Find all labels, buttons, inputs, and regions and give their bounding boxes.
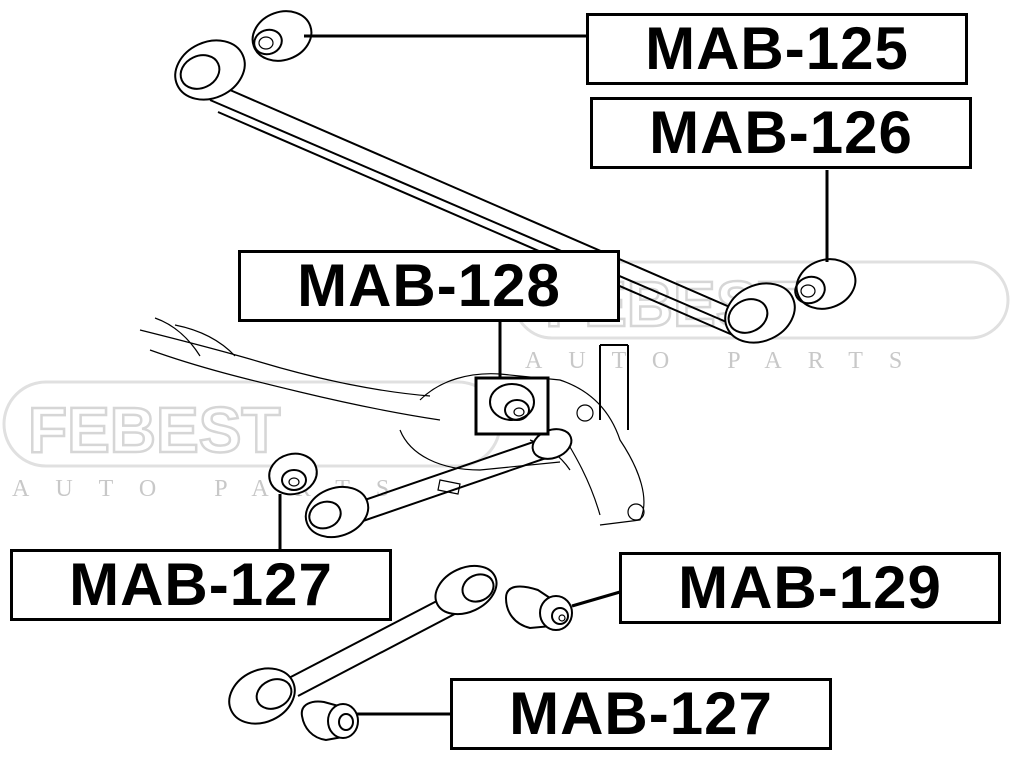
part-label-mab127-upper[interactable]: MAB-127 [10,549,392,621]
watermark-tagline-right: AUTO PARTS [525,348,928,374]
leader-lines [278,34,829,716]
bushing-mab127-lower [300,700,359,742]
lateral-arm-upper [304,428,573,539]
part-label-mab127-lower[interactable]: MAB-127 [450,678,832,750]
part-label-mab126[interactable]: MAB-126 [590,97,972,169]
part-label-mab128[interactable]: MAB-128 [238,250,620,322]
bushing-mab129 [504,585,573,631]
part-label-mab125[interactable]: MAB-125 [586,13,968,85]
bushing-mab125 [251,10,313,62]
watermark-brand-left: FEBEST [28,394,280,466]
part-label-mab129[interactable]: MAB-129 [619,552,1001,624]
upper-control-arm [174,39,796,344]
watermark-left: FEBEST AUTO PARTS [2,380,502,502]
lateral-arm-lower [228,564,498,725]
bushing-mab127-upper [268,452,318,496]
bushing-mab126 [794,258,857,310]
leader-mab129 [571,590,621,608]
bushing-mab128 [474,376,550,436]
